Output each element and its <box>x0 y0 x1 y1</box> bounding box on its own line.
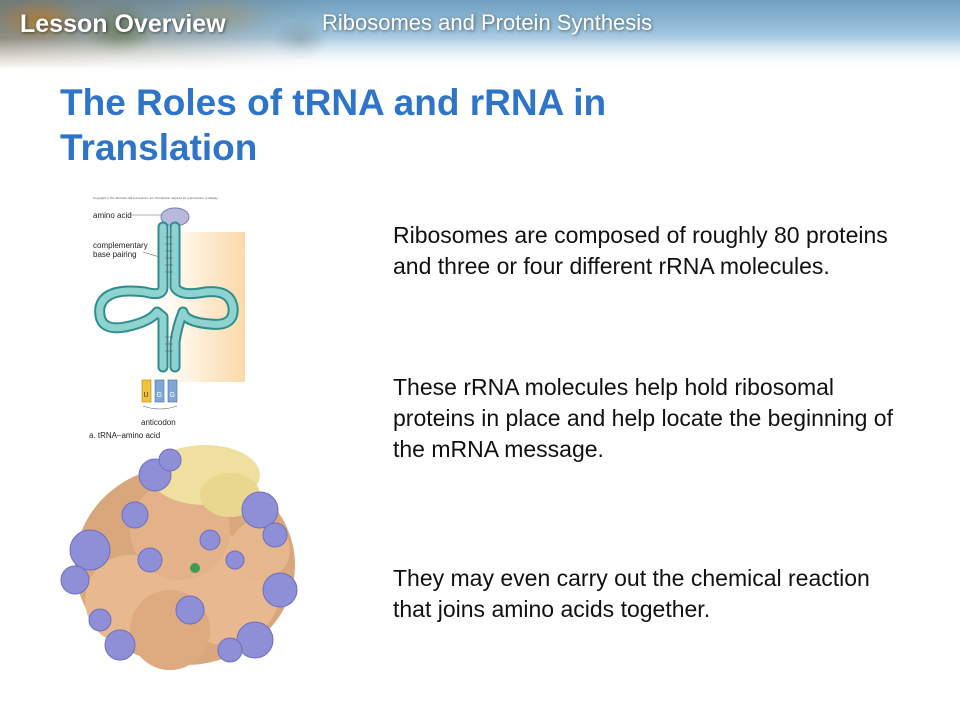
base-u <box>141 379 152 403</box>
lesson-overview-label: Lesson Overview <box>20 10 226 38</box>
slide-title-line-1: The Roles of tRNA and rRNA in <box>60 82 607 123</box>
base-g-2 <box>167 379 178 403</box>
label-anticodon: anticodon <box>141 418 176 427</box>
svg-text:G: G <box>157 392 162 399</box>
trna-strand <box>96 223 237 371</box>
ribosome-rna-clusters <box>60 448 298 663</box>
ribosome-model <box>60 445 298 670</box>
svg-text:U: U <box>144 392 149 399</box>
ribosome-center-marker <box>190 563 200 573</box>
label-base-pairing: base pairing <box>93 250 137 259</box>
svg-text:G: G <box>170 392 175 399</box>
paragraph-ribosome-composition: Ribosomes are composed of roughly 80 pro… <box>393 222 888 279</box>
trna-diagram: Copyright © The McGraw-Hill Companies, I… <box>89 196 245 440</box>
slide-title-line-2: Translation <box>60 127 258 168</box>
header-banner <box>0 0 960 70</box>
slide-title: The Roles of tRNA and rRNA in Translatio… <box>60 80 760 170</box>
paragraph-rrna-role: These rRNA molecules help hold ribosomal… <box>393 374 893 462</box>
base-g-1 <box>154 379 165 403</box>
base-pair-ticks <box>165 236 173 352</box>
label-amino-acid: amino acid <box>93 211 132 220</box>
paragraph-chemical-reaction: They may even carry out the chemical rea… <box>393 565 870 622</box>
label-complementary: complementary <box>93 241 148 250</box>
copyright-text: Copyright © The McGraw-Hill Companies, I… <box>93 196 218 200</box>
figure-caption: a. tRNA–amino acid <box>89 431 160 440</box>
subject-title: Ribosomes and Protein Synthesis <box>322 10 653 35</box>
